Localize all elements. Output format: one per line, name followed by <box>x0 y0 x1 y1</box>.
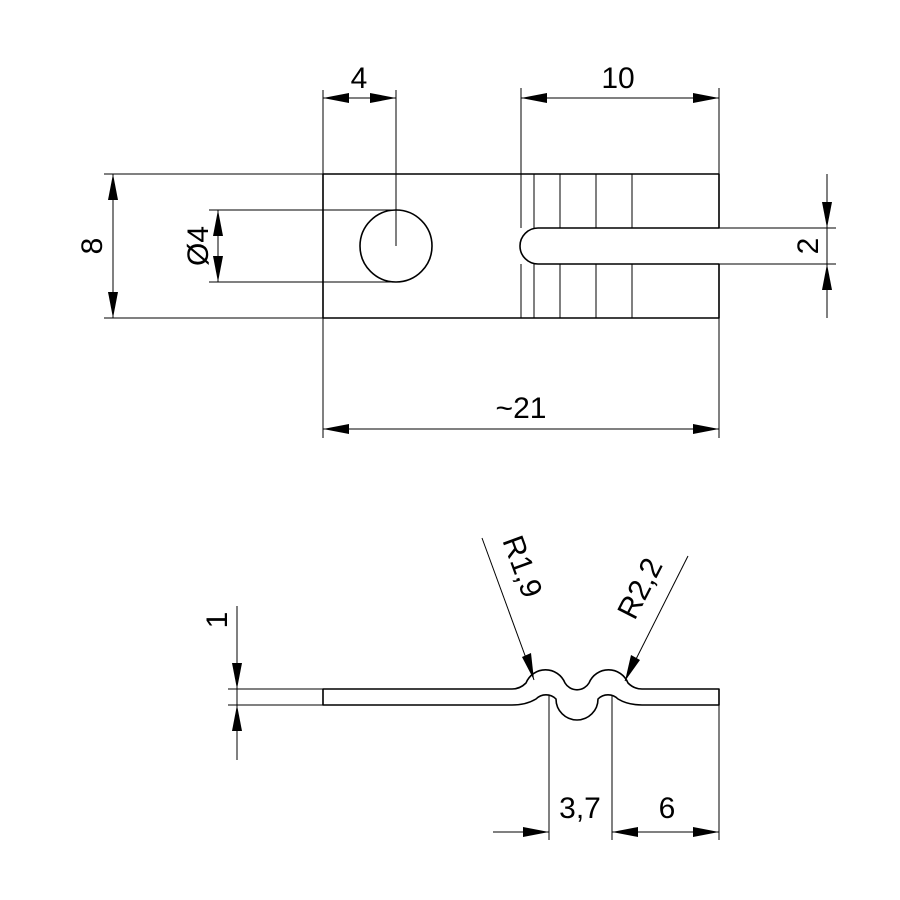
dim-total-length-label: ~21 <box>496 392 547 425</box>
dim-height-label: 8 <box>76 238 109 255</box>
dimension-radius-1: R1,9 <box>481 531 549 681</box>
dimension-radius-2: R2,2 <box>611 553 689 682</box>
dimension-hole-offset: 4 <box>322 62 397 246</box>
top-view-outline <box>322 173 720 319</box>
dim-radius-2-label: R2,2 <box>611 553 669 624</box>
top-view-ridge-lines <box>520 174 633 318</box>
dim-wave-pitch-label: 3,7 <box>559 792 601 825</box>
dim-radius-1-label: R1,9 <box>496 531 549 602</box>
dim-slot-width-label: 2 <box>792 238 825 255</box>
top-view: 4 10 8 Ø4 <box>76 62 836 438</box>
dim-hole-offset-label: 4 <box>351 62 368 95</box>
dimension-total-length: ~21 <box>322 318 720 438</box>
dimension-slot-width: 2 <box>719 174 836 318</box>
dimension-end-length: 6 <box>612 705 720 840</box>
dimension-thickness: 1 <box>201 606 323 760</box>
side-view: 1 R1,9 R2,2 3,7 6 <box>201 531 720 840</box>
dim-hole-diameter-label: Ø4 <box>182 226 215 266</box>
dimension-hole-diameter: Ø4 <box>182 209 396 283</box>
dim-slot-zone-label: 10 <box>601 62 634 95</box>
dimension-slot-zone: 10 <box>520 62 720 174</box>
dimension-height: 8 <box>76 173 323 319</box>
side-view-profile <box>322 668 720 721</box>
dim-end-length-label: 6 <box>659 792 676 825</box>
dim-thickness-label: 1 <box>201 612 234 629</box>
